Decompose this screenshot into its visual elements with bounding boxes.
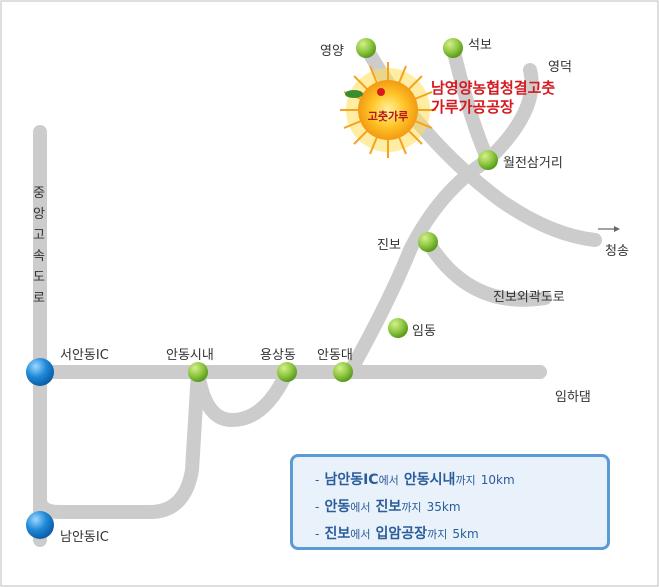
marker-jinbo[interactable] bbox=[418, 232, 438, 252]
factory-logo bbox=[340, 62, 436, 158]
arrow-right-icon bbox=[598, 226, 620, 232]
distance-line: - 진보에서 입암공장까지 5km bbox=[315, 526, 479, 542]
road-jinbo-route bbox=[343, 41, 495, 379]
marker-seokbo[interactable] bbox=[443, 38, 463, 58]
highway-label: 중앙고속도로 bbox=[33, 186, 45, 306]
factory-name-line-1: 남영양농협청결고춧 bbox=[431, 79, 556, 97]
marker-yongsang[interactable] bbox=[277, 362, 297, 382]
label-yongsang: 용상동 bbox=[260, 348, 296, 363]
road-yeongdeok bbox=[481, 63, 539, 167]
waypoints bbox=[26, 38, 498, 539]
factory-name: 남영양농협청결고춧 가루가공공장 bbox=[431, 79, 555, 117]
label-woljeon: 월전삼거리 bbox=[503, 156, 563, 171]
road-yongsang-loop bbox=[191, 365, 294, 427]
distance-info-box: - 남안동IC에서 안동시내까지 10km - 안동에서 진보까지 35km -… bbox=[290, 454, 610, 550]
road-jinbo-bypass bbox=[421, 235, 552, 307]
marker-yeongyang[interactable] bbox=[356, 38, 376, 58]
label-yeongdeok: 영덕 bbox=[548, 60, 572, 75]
label-imdong: 임동 bbox=[412, 324, 436, 339]
road-namandong-link bbox=[33, 365, 205, 519]
label-namandong-ic: 남안동IC bbox=[60, 530, 109, 545]
label-seokbo: 석보 bbox=[468, 38, 492, 53]
factory-name-line-2: 가루가공공장 bbox=[431, 98, 514, 116]
marker-andong-city[interactable] bbox=[188, 362, 208, 382]
label-jinbo: 진보 bbox=[377, 238, 401, 253]
marker-andongdae[interactable] bbox=[333, 362, 353, 382]
marker-seoandong-ic[interactable] bbox=[26, 358, 54, 386]
marker-namandong-ic[interactable] bbox=[26, 511, 54, 539]
label-cheongsong: 청송 bbox=[605, 244, 629, 259]
logo-text: 고춧가루 bbox=[368, 109, 408, 123]
label-yeongyang: 영양 bbox=[320, 44, 344, 59]
distance-line: - 안동에서 진보까지 35km bbox=[315, 499, 461, 515]
label-andongdae: 안동대 bbox=[317, 348, 353, 363]
label-imha-dam: 임하댐 bbox=[555, 390, 591, 405]
label-seoandong-ic: 서안동IC bbox=[60, 348, 109, 363]
label-jinbo-bypass: 진보외곽도로 bbox=[493, 290, 565, 305]
marker-imdong[interactable] bbox=[388, 318, 408, 338]
label-andong-city: 안동시내 bbox=[166, 348, 214, 363]
marker-woljeon[interactable] bbox=[478, 150, 498, 170]
distance-line: - 남안동IC에서 안동시내까지 10km bbox=[315, 472, 515, 488]
